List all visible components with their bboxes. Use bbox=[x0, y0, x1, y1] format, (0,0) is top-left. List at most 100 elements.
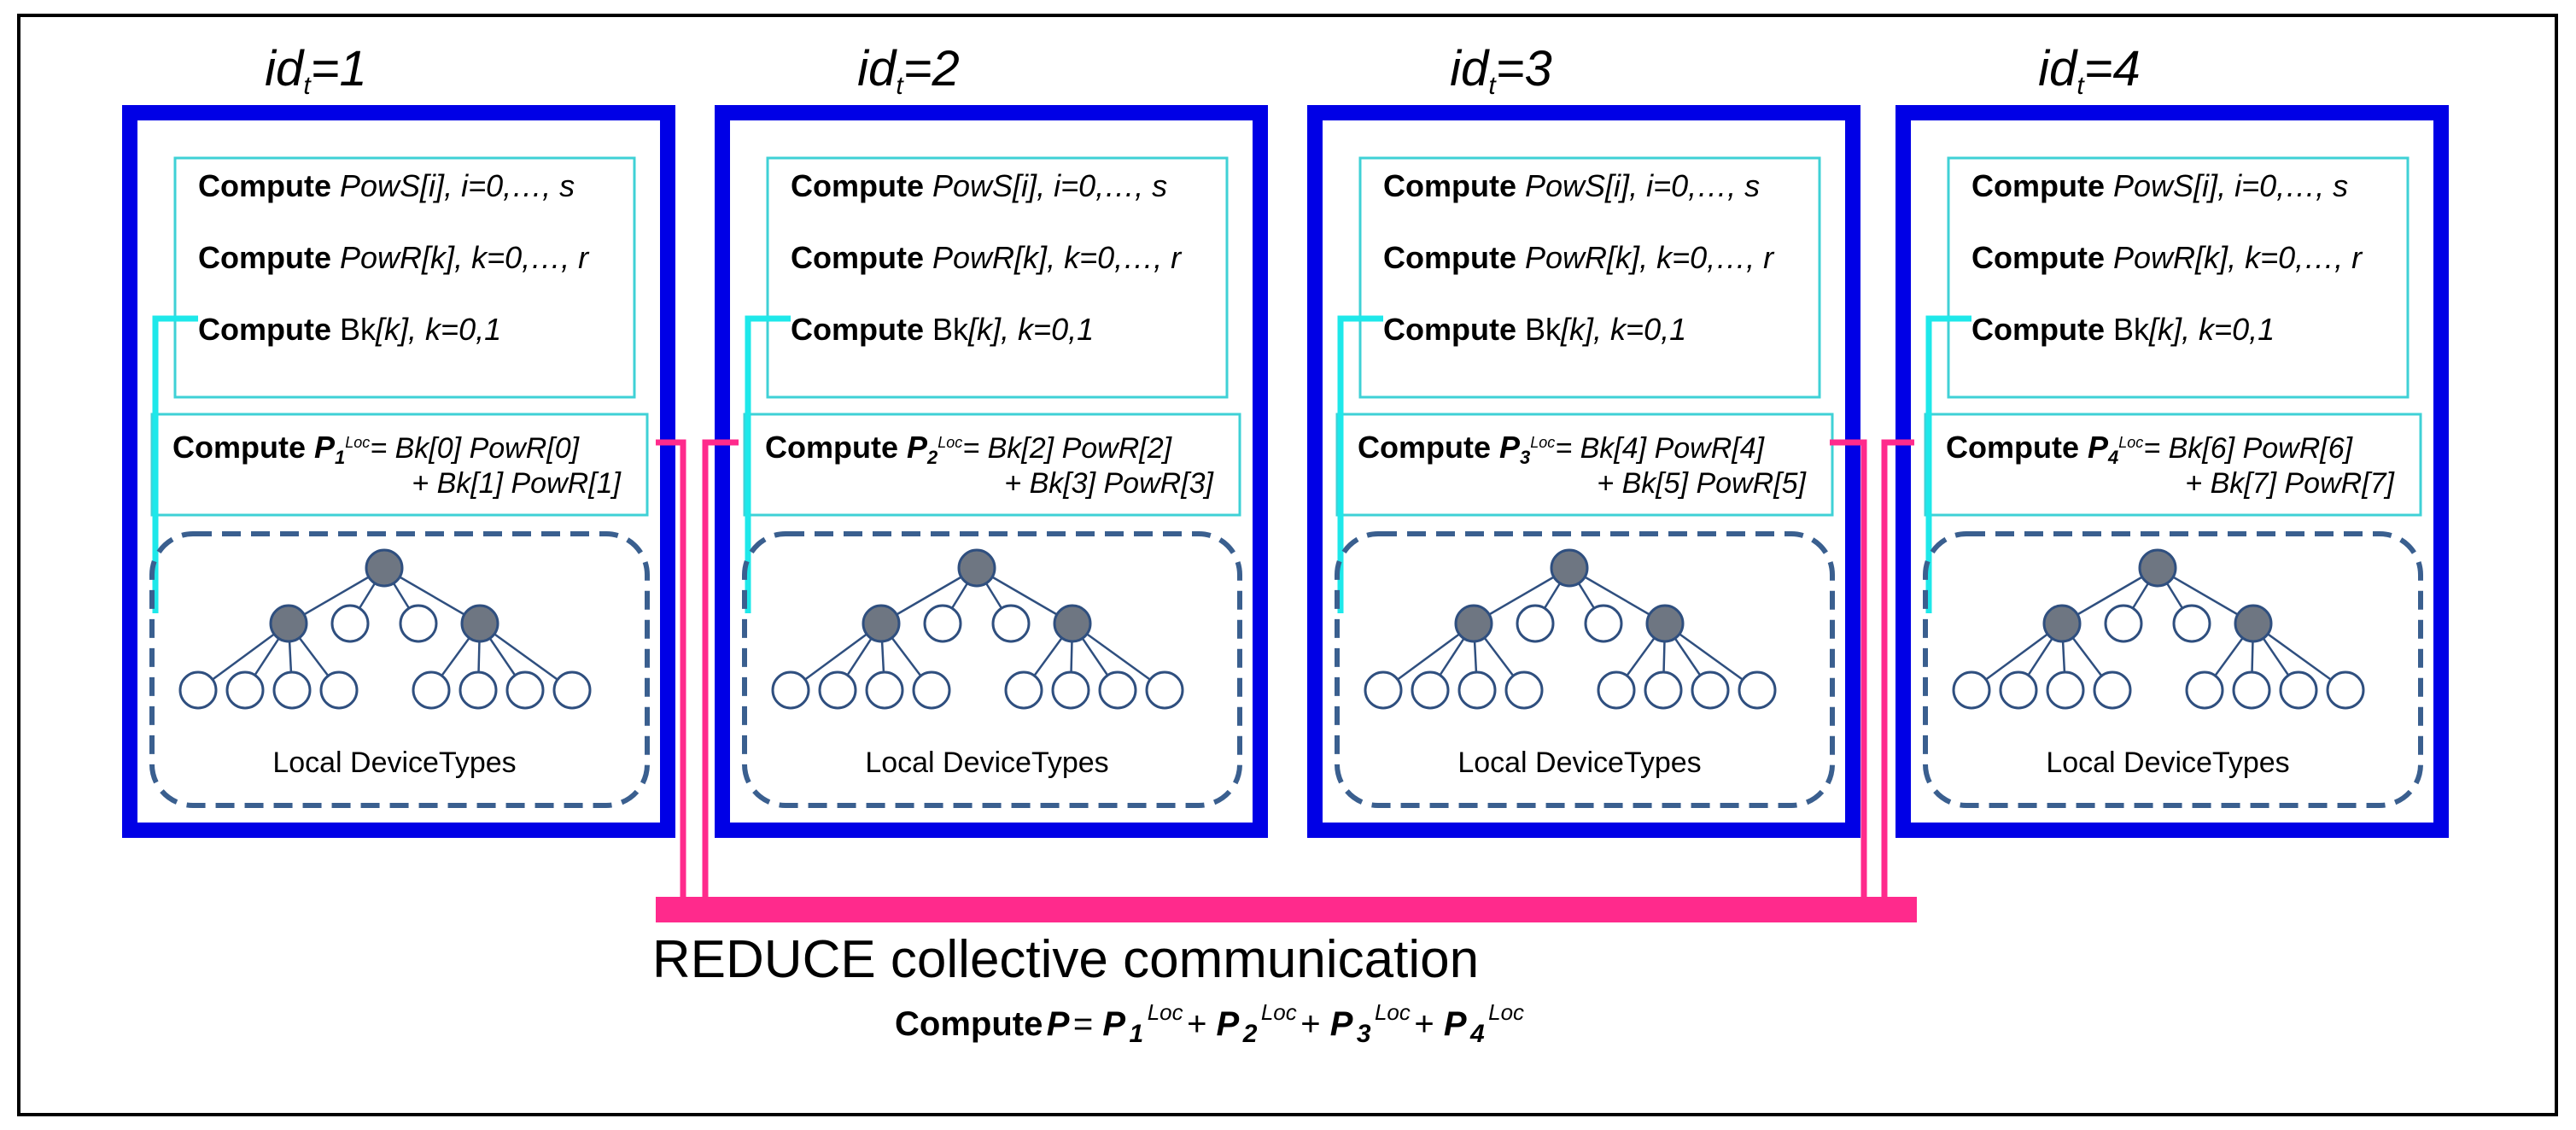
process-box bbox=[122, 105, 675, 838]
device-type-tree bbox=[1364, 548, 1777, 710]
device-type-tree bbox=[1952, 548, 2365, 710]
local-compute-space bbox=[1491, 430, 1499, 465]
device-types-container bbox=[1923, 531, 2423, 808]
local-compute-plus: + bbox=[1597, 467, 1621, 500]
reduce-verb: Compute bbox=[895, 1005, 1043, 1043]
step-verb: Compute bbox=[1971, 312, 2105, 347]
step-suffix: , k=0,1 bbox=[1001, 312, 1094, 347]
step-verb: Compute bbox=[791, 312, 924, 347]
compute-step-1: Compute PowS[i], i=0,…, s bbox=[1383, 168, 1760, 203]
local-compute-symbol: P bbox=[907, 430, 928, 465]
step-name: [k] bbox=[967, 312, 1002, 347]
step-verb: Compute bbox=[1383, 240, 1516, 275]
process-title: idt=3 bbox=[1450, 41, 1552, 100]
local-compute-term-1-bk: Bk[0] bbox=[395, 432, 463, 465]
tree-node-root bbox=[957, 548, 996, 588]
step-suffix: , i=0,…, s bbox=[1037, 168, 1167, 203]
local-compute-line-2: + Bk[7] PowR[7] bbox=[2185, 467, 2395, 500]
local-compute-symbol: P bbox=[314, 430, 336, 465]
tree-node-branch bbox=[460, 604, 499, 643]
local-compute-verb: Compute bbox=[1946, 430, 2079, 465]
tree-node-leaf bbox=[1999, 670, 2038, 710]
local-compute-sup: Loc bbox=[345, 434, 370, 451]
local-compute-sup: Loc bbox=[2118, 434, 2143, 451]
local-compute-term-2-bk: Bk[7] bbox=[2211, 467, 2278, 500]
compute-step-3: Compute Bk[k], k=0,1 bbox=[198, 312, 501, 347]
local-compute-index: 2 bbox=[926, 447, 938, 468]
compute-step-2: Compute PowR[k], k=0,…, r bbox=[791, 240, 1183, 275]
local-compute-verb: Compute bbox=[765, 430, 898, 465]
tree-label: Local DeviceTypes bbox=[865, 747, 1108, 779]
tree-node-leaf bbox=[1691, 670, 1730, 710]
process-title-sub: t bbox=[1488, 72, 1497, 100]
local-compute-box bbox=[743, 413, 1241, 517]
step-suffix: , k=0,…, r bbox=[1639, 240, 1775, 275]
step-name: PowS[i] bbox=[932, 168, 1037, 203]
local-compute-term-2-powr: PowR[1] bbox=[511, 467, 622, 500]
process-title-prefix: id bbox=[265, 41, 305, 97]
tree-node-leaf bbox=[2185, 670, 2224, 710]
tree-node-branch bbox=[2234, 604, 2273, 643]
reduce-plus-2: + bbox=[1300, 1005, 1329, 1043]
reduce-plus-3: + bbox=[1414, 1005, 1443, 1043]
outer-frame bbox=[17, 14, 2558, 1116]
local-compute-line-2: + Bk[3] PowR[3] bbox=[1004, 467, 1214, 500]
step-suffix: , k=0,…, r bbox=[454, 240, 590, 275]
process-title-id: =1 bbox=[311, 41, 367, 97]
reduce-link-3 bbox=[1830, 439, 1867, 899]
step-suffix: , i=0,…, s bbox=[1629, 168, 1760, 203]
tree-node-leaf bbox=[1584, 604, 1623, 643]
tree-node-root bbox=[1550, 548, 1589, 588]
local-compute-space bbox=[898, 430, 907, 465]
local-compute-line-1: Compute P4Loc= Bk[6] PowR[6] bbox=[1946, 430, 2354, 468]
tree-node-leaf bbox=[2172, 604, 2211, 643]
local-compute-verb: Compute bbox=[172, 430, 306, 465]
device-type-tree bbox=[771, 548, 1184, 710]
local-compute-box bbox=[1335, 413, 1834, 517]
reduce-term-3: P bbox=[1330, 1005, 1353, 1043]
steps-box bbox=[1358, 156, 1821, 399]
reduce-term-4-index: 4 bbox=[1469, 1020, 1485, 1048]
step-space bbox=[1516, 240, 1525, 275]
step-space bbox=[924, 168, 932, 203]
process-title-id: =4 bbox=[2084, 41, 2141, 97]
tree-node-leaf bbox=[1004, 670, 1043, 710]
local-compute-term-2-bk: Bk[5] bbox=[1622, 467, 1690, 500]
local-compute-box bbox=[150, 413, 649, 517]
tree-node-leaf bbox=[2232, 670, 2271, 710]
step-name-plain: Bk bbox=[340, 312, 377, 347]
step-suffix: , k=0,1 bbox=[2182, 312, 2275, 347]
tree-node-leaf bbox=[1952, 670, 1991, 710]
tree-node-leaf bbox=[1051, 670, 1090, 710]
tree-node-branch bbox=[1053, 604, 1092, 643]
step-space bbox=[924, 312, 932, 347]
reduce-term-2: P bbox=[1217, 1005, 1240, 1043]
local-compute-term-2-bk: Bk[3] bbox=[1030, 467, 1097, 500]
tree-node-leaf bbox=[818, 670, 857, 710]
tree-node-leaf bbox=[771, 670, 810, 710]
step-name: PowR[k] bbox=[932, 240, 1048, 275]
local-compute-term-1-space bbox=[2234, 432, 2242, 465]
tree-node-branch bbox=[1645, 604, 1685, 643]
local-compute-plus: + bbox=[1004, 467, 1029, 500]
step-verb: Compute bbox=[791, 240, 924, 275]
reduce-term-4-sup: Loc bbox=[1488, 999, 1524, 1025]
step-name: PowS[i] bbox=[2113, 168, 2218, 203]
local-compute-space bbox=[306, 430, 314, 465]
step-suffix: , i=0,…, s bbox=[444, 168, 575, 203]
local-compute-term-1-bk: Bk[2] bbox=[988, 432, 1055, 465]
tree-node-root bbox=[2138, 548, 2177, 588]
step-name-plain: Bk bbox=[2113, 312, 2150, 347]
process-title: idt=4 bbox=[2038, 41, 2141, 100]
step-connector bbox=[745, 315, 791, 613]
reduce-plus-1: + bbox=[1187, 1005, 1216, 1043]
process-title-prefix: id bbox=[857, 41, 897, 97]
tree-node-leaf bbox=[2326, 670, 2365, 710]
local-compute-eq: = bbox=[370, 432, 394, 465]
tree-node-leaf bbox=[2279, 670, 2318, 710]
reduce-term-2-sup: Loc bbox=[1261, 999, 1297, 1025]
local-compute-term-2-bk: Bk[1] bbox=[437, 467, 505, 500]
reduce-eq: = bbox=[1073, 1005, 1102, 1043]
